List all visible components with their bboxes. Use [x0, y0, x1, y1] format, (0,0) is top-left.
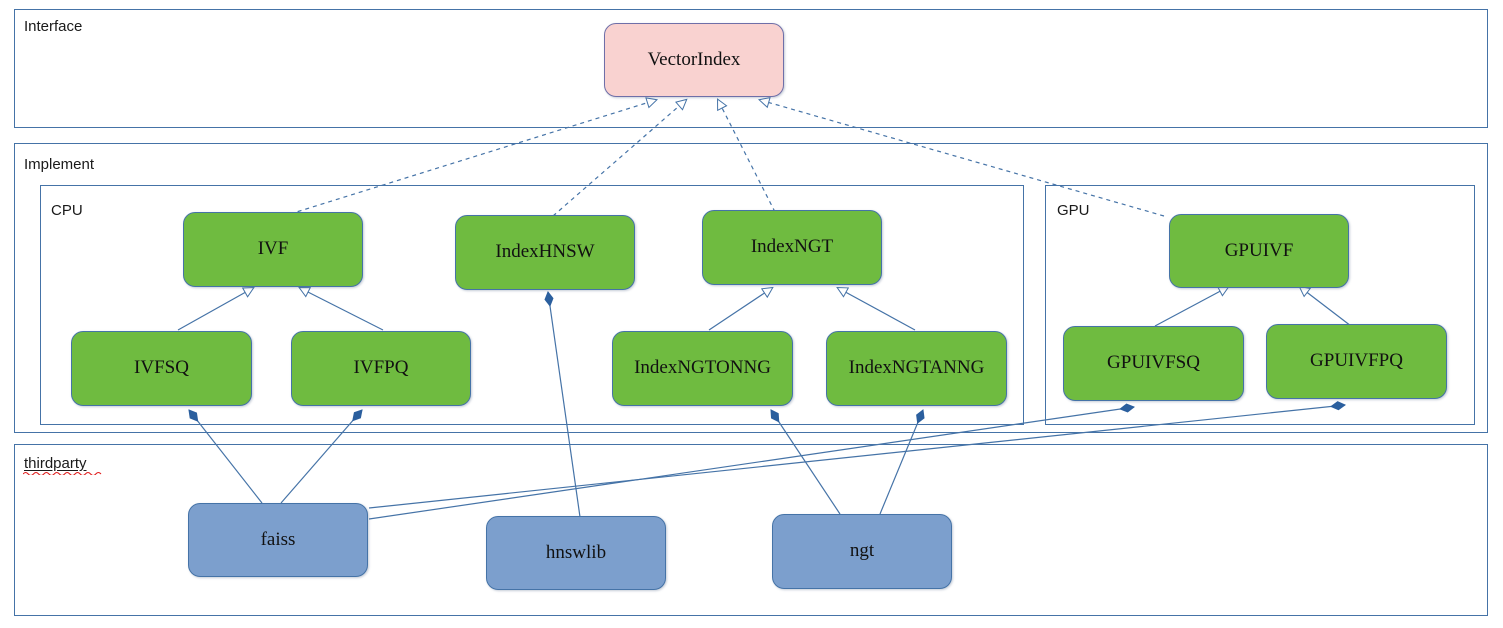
node-gpuivfsq[interactable]: GPUIVFSQ — [1063, 326, 1244, 401]
node-ngt[interactable]: ngt — [772, 514, 952, 589]
frame-label-gpu: GPU — [1057, 202, 1090, 219]
node-label-ivf: IVF — [257, 238, 289, 260]
frame-thirdparty — [14, 444, 1488, 616]
node-faiss[interactable]: faiss — [188, 503, 368, 577]
node-label-gpuivfpq: GPUIVFPQ — [1310, 350, 1403, 372]
node-vectorindex[interactable]: VectorIndex — [604, 23, 784, 97]
node-label-indexhnsw: IndexHNSW — [495, 241, 595, 263]
node-ivf[interactable]: IVF — [183, 212, 363, 287]
node-label-ngt: ngt — [849, 540, 875, 562]
frame-cpu — [40, 185, 1024, 425]
frame-label-cpu: CPU — [51, 202, 83, 219]
node-indexngtonng[interactable]: IndexNGTONNG — [612, 331, 793, 406]
node-label-ivfsq: IVFSQ — [134, 357, 189, 379]
node-gpuivf[interactable]: GPUIVF — [1169, 214, 1349, 288]
frame-implement — [14, 143, 1488, 433]
node-indexngt[interactable]: IndexNGT — [702, 210, 882, 285]
node-ivfsq[interactable]: IVFSQ — [71, 331, 252, 406]
node-label-vectorindex: VectorIndex — [647, 48, 741, 70]
node-label-faiss: faiss — [260, 528, 296, 550]
frame-label-interface: Interface — [24, 18, 83, 35]
node-label-indexngtanng: IndexNGTANNG — [848, 357, 985, 379]
frame-gpu — [1045, 185, 1475, 425]
node-label-indexngt: IndexNGT — [750, 236, 834, 258]
node-label-indexngtonng: IndexNGTONNG — [634, 357, 771, 379]
node-label-gpuivfsq: GPUIVFSQ — [1107, 352, 1200, 374]
node-label-hnswlib: hnswlib — [545, 541, 607, 563]
frame-label-thirdparty: thirdparty — [24, 455, 87, 472]
frame-interface — [14, 9, 1488, 128]
node-ivfpq[interactable]: IVFPQ — [291, 331, 471, 406]
node-label-gpuivf: GPUIVF — [1224, 239, 1294, 261]
frame-label-implement: Implement — [24, 156, 95, 173]
node-label-ivfpq: IVFPQ — [353, 357, 409, 379]
node-indexhnsw[interactable]: IndexHNSW — [455, 215, 635, 290]
node-gpuivfpq[interactable]: GPUIVFPQ — [1266, 324, 1447, 399]
node-indexngtanng[interactable]: IndexNGTANNG — [826, 331, 1007, 406]
node-hnswlib[interactable]: hnswlib — [486, 516, 666, 590]
